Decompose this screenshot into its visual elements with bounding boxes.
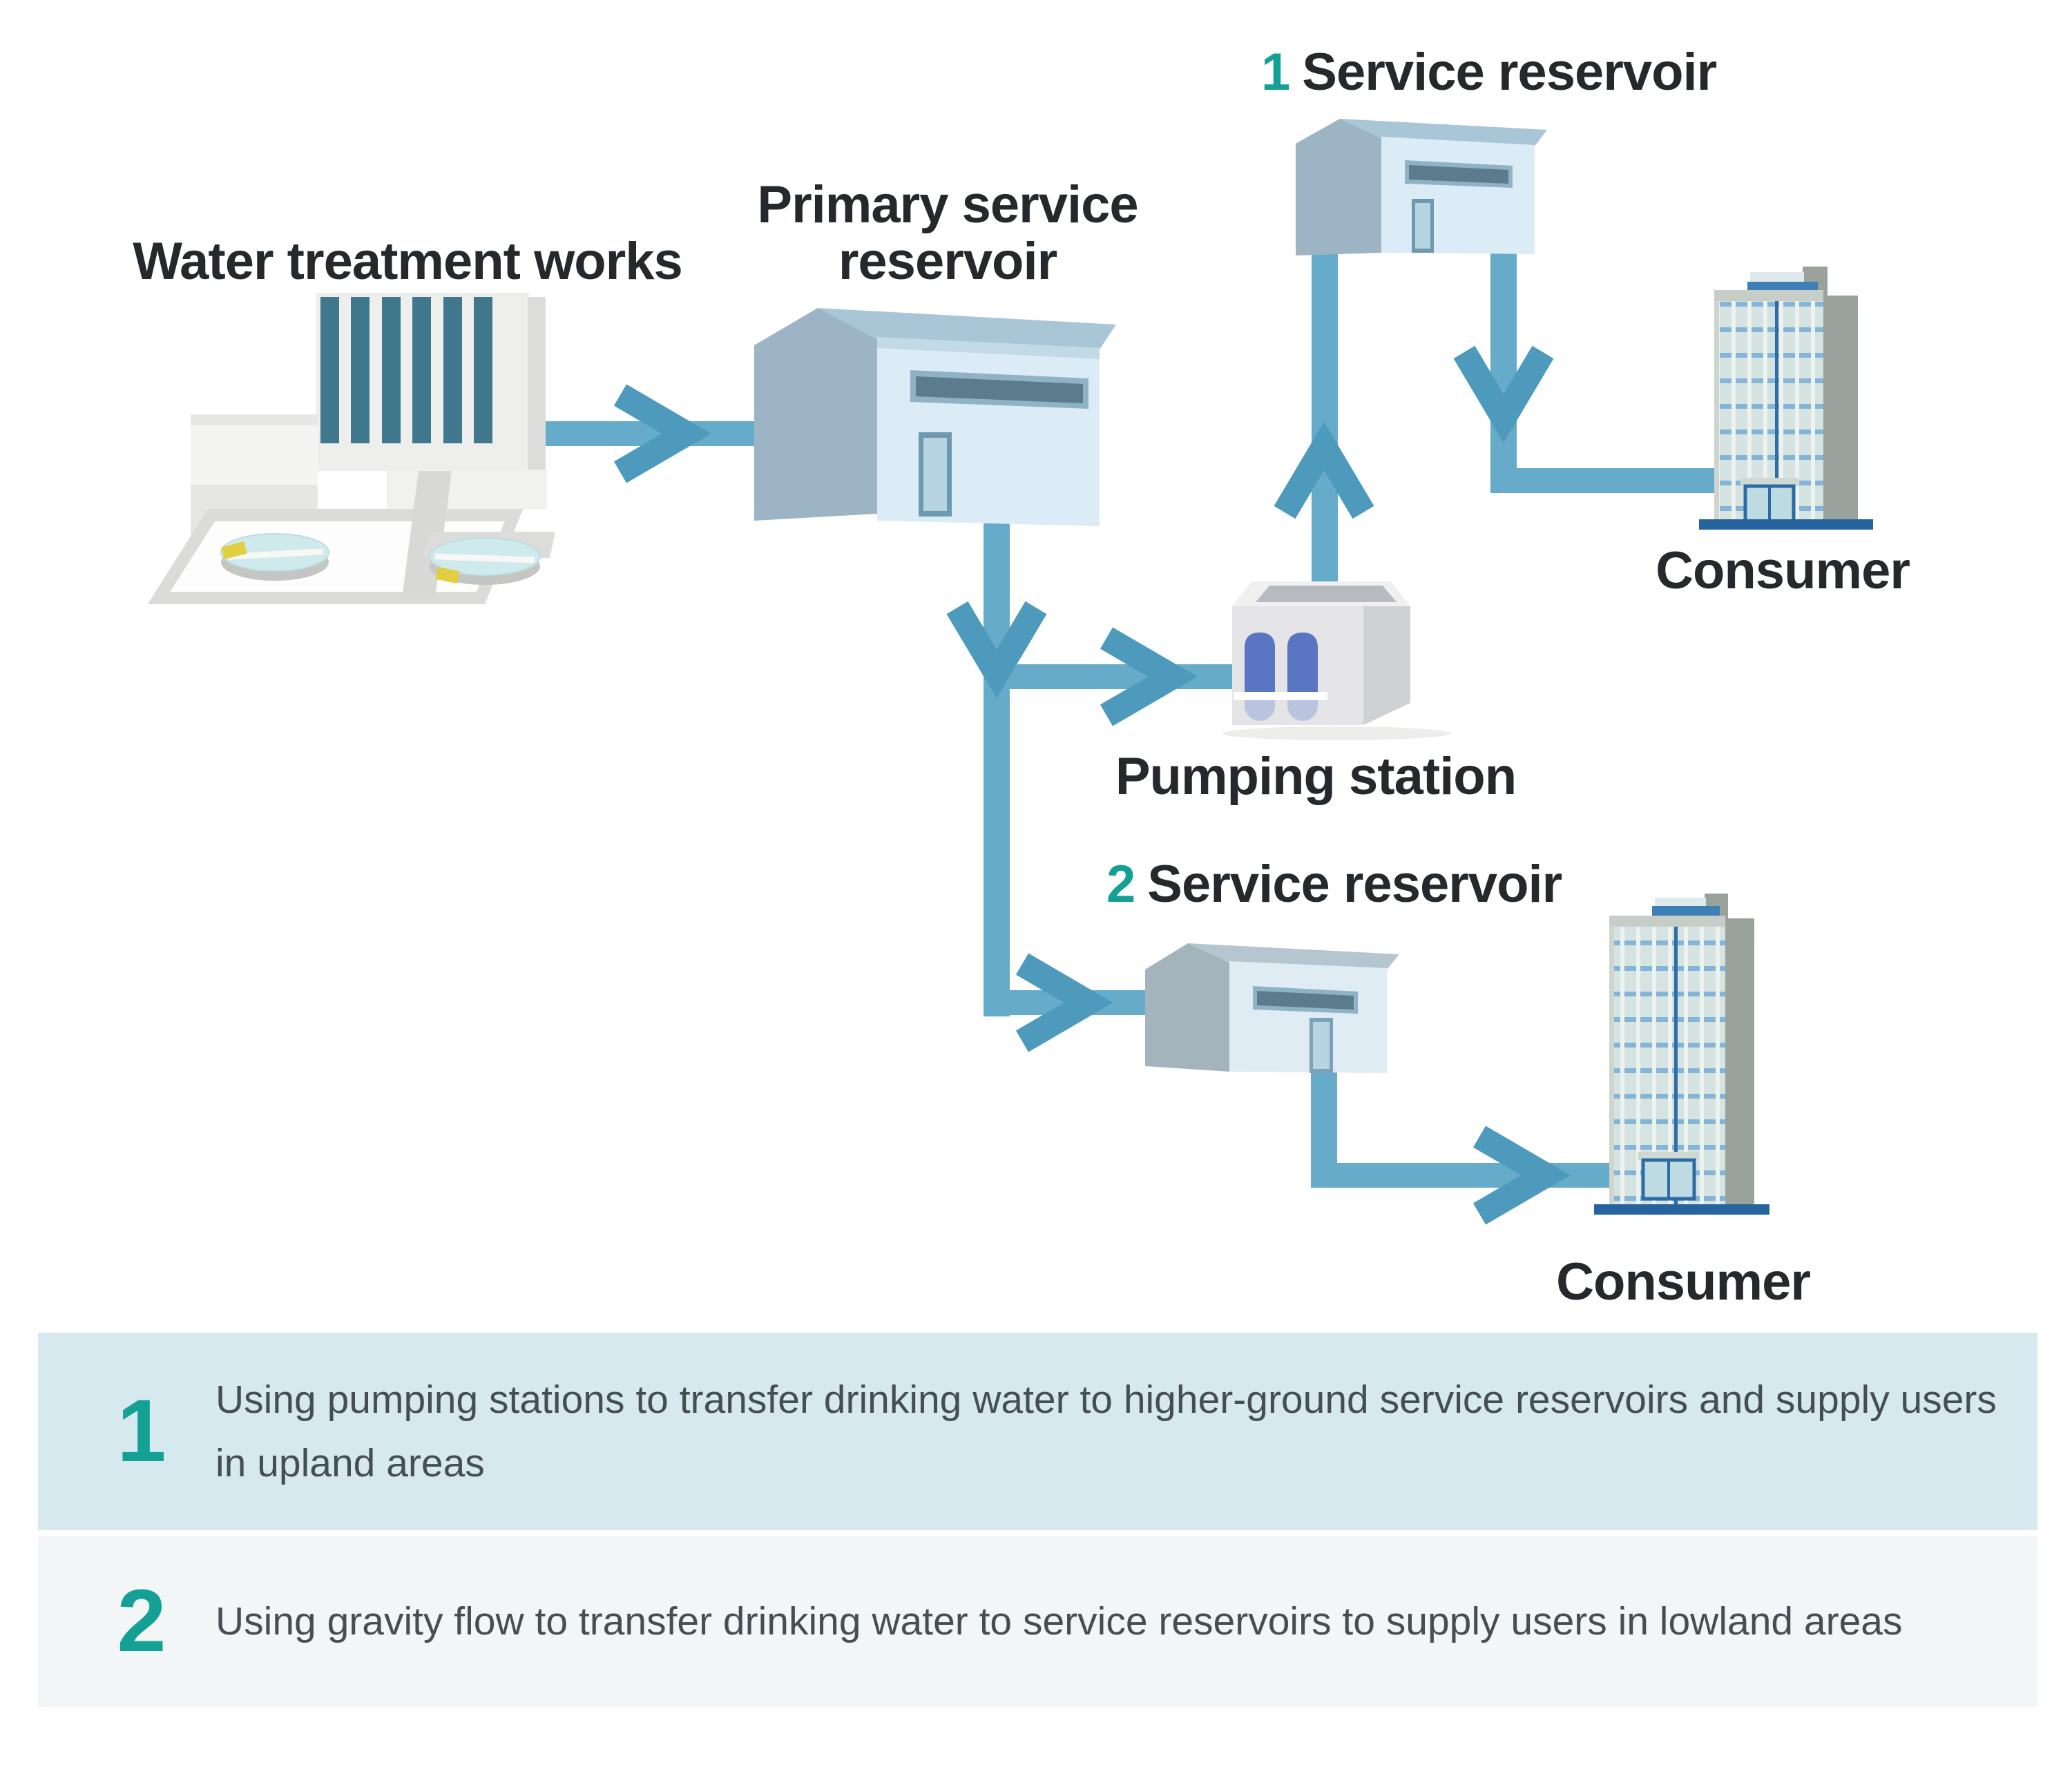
note-2-text: Using gravity flow to transfer drinking … (215, 1599, 1903, 1643)
consumer-building-lowland-icon (1594, 894, 1769, 1215)
label-consumer-lowland: Consumer (1556, 1253, 1811, 1311)
pipe-reservoir1-down (1490, 251, 1517, 493)
flow-arrow-down-icon (1453, 345, 1554, 443)
note-1-text: Using pumping stations to transfer drink… (215, 1377, 1997, 1485)
flow-arrow-down-icon (946, 601, 1047, 699)
flow-arrows (613, 345, 1571, 1225)
water-treatment-works-icon (147, 293, 555, 604)
pipe-pump-riser (1312, 251, 1338, 591)
service-reservoir-1-text: Service reservoir (1302, 43, 1717, 102)
pipe-primary-down (984, 512, 1010, 1016)
service-reservoir-2-number: 2 (1106, 855, 1135, 914)
clarifier-tank-icon (429, 537, 541, 585)
note-2-number: 2 (117, 1572, 166, 1670)
clarifier-tank-icon (220, 533, 329, 581)
note-box-1: 1 Using pumping stations to transfer dri… (38, 1333, 2037, 1530)
flow-arrow-right-icon (613, 384, 711, 483)
flow-arrow-right-icon (1100, 627, 1198, 726)
service-reservoir-2-icon (1145, 943, 1399, 1073)
note-1-number: 1 (117, 1382, 166, 1480)
label-primary-service-reservoir: Primary service reservoir (757, 175, 1138, 291)
pump-icon (1234, 633, 1327, 721)
label-water-treatment-works: Water treatment works (133, 232, 683, 291)
service-reservoir-2-text: Service reservoir (1147, 855, 1562, 914)
label-consumer-upland: Consumer (1656, 541, 1910, 600)
primary-service-reservoir-icon (754, 308, 1116, 526)
pipe-network (543, 251, 1721, 1188)
pipe-branch-to-pump (984, 664, 1238, 689)
flow-arrow-right-icon (1015, 953, 1113, 1052)
pipe-to-consumer-upland (1490, 468, 1721, 493)
service-reservoir-1-number: 1 (1261, 43, 1290, 102)
consumer-building-upland-icon (1699, 267, 1873, 530)
pumping-station-icon (1222, 581, 1450, 740)
service-reservoir-1-icon (1296, 119, 1547, 255)
flow-arrow-up-icon (1274, 421, 1374, 519)
flow-arrow-right-icon (1473, 1126, 1571, 1225)
label-pumping-station: Pumping station (1115, 747, 1517, 806)
note-box-2: 2 Using gravity flow to transfer drinkin… (38, 1536, 2037, 1707)
